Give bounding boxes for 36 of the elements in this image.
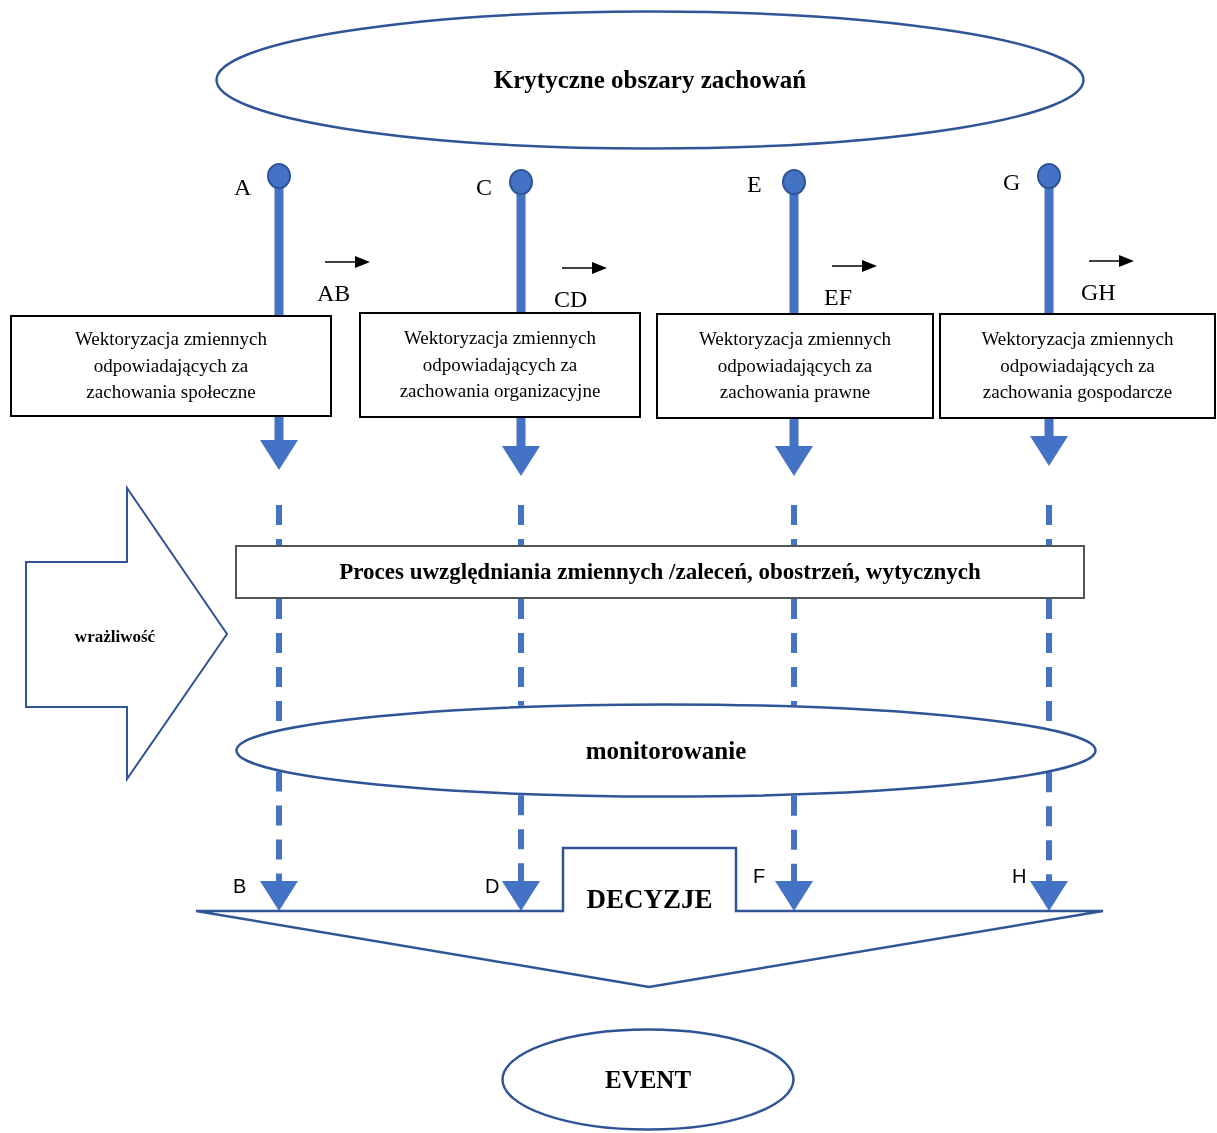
process-box: [235, 545, 1085, 599]
ellipse-node: [235, 703, 1097, 798]
node-text: monitorowanie: [584, 735, 748, 766]
point-label: H: [1012, 866, 1027, 886]
process-box: [359, 312, 641, 418]
process-box: [10, 315, 332, 417]
point-label: B: [233, 876, 247, 896]
node-text: Wektoryzacja zmiennych odpowiadających za zachowania gospodarcze: [980, 327, 1175, 405]
node-text: EVENT: [603, 1064, 693, 1095]
dashed-arrow: [775, 795, 813, 911]
point-label: G: [1003, 170, 1021, 194]
node-text: DECYZJE: [585, 882, 714, 916]
node-text: Krytyczne obszary zachowań: [492, 65, 808, 95]
point-label: E: [747, 172, 762, 196]
process-box: [656, 313, 934, 419]
point-label: AB: [317, 281, 351, 305]
point-label: GH: [1081, 280, 1116, 304]
node-text: Wektoryzacja zmiennych odpowiadających za zachowania organizacyjne: [398, 326, 602, 404]
dashed-arrow: [1030, 772, 1068, 911]
point-label: D: [485, 876, 500, 896]
process-box: [939, 313, 1216, 419]
point-label: C: [476, 175, 492, 199]
ellipse-node: [215, 10, 1085, 150]
node-text: wrażliwość: [73, 625, 157, 648]
dashed-arrow: [260, 771, 298, 911]
point-label: CD: [554, 287, 588, 311]
block-arrow: [25, 487, 228, 780]
funnel-shape: [195, 847, 1104, 988]
point-label: A: [234, 175, 252, 199]
point-label: F: [753, 866, 766, 886]
ellipse-node: [501, 1028, 795, 1131]
dashed-arrow: [502, 795, 540, 911]
node-text: Wektoryzacja zmiennych odpowiadających za zachowania prawne: [697, 327, 893, 405]
node-text: Wektoryzacja zmiennych odpowiadających za zachowania społeczne: [73, 327, 269, 405]
point-label: EF: [824, 285, 852, 309]
node-text: Proces uwzględniania zmiennych /zaleceń, obostrzeń, wytycznych: [338, 558, 982, 587]
